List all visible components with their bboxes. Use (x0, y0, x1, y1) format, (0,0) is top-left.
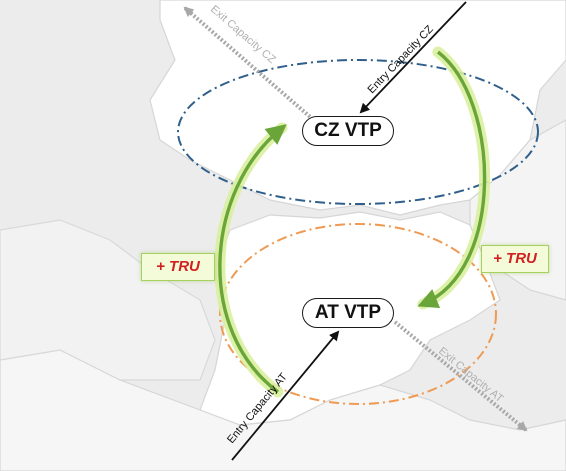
map-region-south (0, 349, 566, 471)
cz-zone-ellipse (177, 59, 539, 205)
loop-arrow-cz-to-at (417, 50, 487, 308)
tru-badge-left: + TRU (141, 253, 215, 281)
transfer-loop-arrows (214, 46, 491, 398)
exit-capacity-cz-arrow (183, 6, 318, 124)
tru-badge-right: + TRU (481, 245, 549, 273)
exit-capacity-at-arrow (393, 320, 528, 432)
at-vtp-node: AT VTP (302, 298, 394, 328)
exit-capacity-at-label: Exit Capacity AT (436, 345, 505, 405)
map-region-west (0, 219, 216, 381)
cz-vtp-node: CZ VTP (302, 116, 394, 146)
loop-arrow-at-to-cz (218, 124, 287, 394)
entry-capacity-cz-arrow (359, 1, 467, 114)
at-zone-ellipse (219, 223, 497, 405)
entry-capacity-at-arrow (231, 330, 340, 461)
